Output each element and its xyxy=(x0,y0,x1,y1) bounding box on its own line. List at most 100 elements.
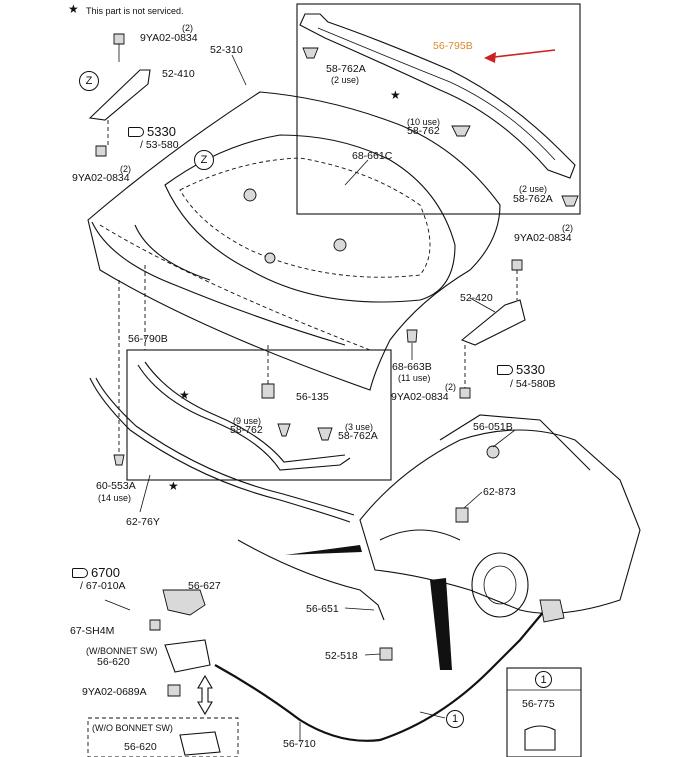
release-handle xyxy=(539,599,565,623)
pointing-hand-icon xyxy=(72,567,88,578)
inset-callout-marker: 1 xyxy=(535,671,552,688)
bumper-68-663b xyxy=(406,329,418,343)
highlight-arrow-line xyxy=(485,49,556,59)
legend-note: This part is not serviced. xyxy=(86,6,184,16)
part-label: 52-420 xyxy=(460,292,493,304)
variant-label: (W/O BONNET SW) xyxy=(92,723,173,733)
leader-68-661c xyxy=(344,159,369,186)
part-52-518 xyxy=(379,647,393,661)
qty-label: (2) xyxy=(562,223,573,233)
not-serviced-star-icon: ★ xyxy=(179,388,190,402)
pointing-hand-icon xyxy=(128,126,144,137)
seal-inset-box xyxy=(296,3,581,215)
clip-58-762a-right xyxy=(561,195,579,207)
insulator-inner-line xyxy=(179,157,431,278)
part-label: 60-553A xyxy=(96,480,136,492)
hood-lock-b xyxy=(179,731,221,756)
car-wheel-rim xyxy=(483,565,517,605)
reference-5330-right: 5330 xyxy=(497,362,545,377)
part-label: 58-762A xyxy=(326,63,366,75)
bolt-left xyxy=(95,145,107,157)
view-z-marker: Z xyxy=(194,150,214,170)
use-label: (3 use) xyxy=(345,422,374,432)
part-label: 56-775 xyxy=(522,698,555,710)
insulator-hole-2 xyxy=(333,238,347,252)
part-label: 52-310 xyxy=(210,44,243,56)
part-label: 58-762 xyxy=(407,125,440,137)
part-label: 56-627 xyxy=(188,580,221,592)
reference-sub: / 67-010A xyxy=(80,580,126,592)
seal-56-790b-inner xyxy=(144,361,346,463)
strip-62-76y xyxy=(89,377,351,523)
reference-sub: / 53-580 xyxy=(140,139,179,151)
view-z-marker: Z xyxy=(79,71,99,91)
wo-bonnet-box xyxy=(87,717,239,757)
part-label: 9YA02-0834 xyxy=(72,172,130,184)
part-62-873 xyxy=(455,507,469,523)
part-label: 56-651 xyxy=(306,603,339,615)
part-label: 58-762A xyxy=(513,193,553,205)
part-56-135 xyxy=(261,383,275,399)
use-label: (9 use) xyxy=(233,416,262,426)
part-label: 67-SH4M xyxy=(70,625,115,637)
leader-52-310 xyxy=(231,54,247,86)
qty-label: (2) xyxy=(445,382,456,392)
part-label: 58-762 xyxy=(230,424,263,436)
highlight-arrow-head xyxy=(484,52,496,63)
hood-seal-edge xyxy=(317,27,556,161)
hood-panel xyxy=(87,91,501,391)
part-label: 56-051B xyxy=(473,421,513,433)
clip-58-762a-box xyxy=(317,427,333,441)
clip-60-553a xyxy=(113,454,125,466)
bolt-bottom xyxy=(459,387,471,399)
cable-56-710 xyxy=(214,609,546,742)
clip-58-762a-top xyxy=(302,47,319,59)
legend-star-icon: ★ xyxy=(68,2,79,16)
part-label: 56-620 xyxy=(97,656,130,668)
use-label: (11 use) xyxy=(398,373,431,383)
part-label: 56-620 xyxy=(124,741,157,753)
leader-52-420 xyxy=(469,297,496,313)
hood-edge-seal xyxy=(91,221,346,346)
callout-wedge-left xyxy=(285,545,362,555)
part-label: 9YA02-0689A xyxy=(82,686,147,698)
strip-62-76y-inner xyxy=(95,377,355,516)
cable-56-651 xyxy=(237,539,385,621)
leader-62-873 xyxy=(463,491,483,509)
use-label: (2 use) xyxy=(519,184,548,194)
hood-insulator xyxy=(164,134,456,303)
insulator-hole-1 xyxy=(243,188,257,202)
reference-5330-left: 5330 xyxy=(128,124,176,139)
hood-lock-a xyxy=(164,639,211,673)
part-label: 9YA02-0834 xyxy=(140,32,198,44)
use-label: (14 use) xyxy=(98,493,132,503)
seal-56-790b xyxy=(137,364,351,471)
double-arrow-icon xyxy=(197,674,213,716)
bolt-0689a xyxy=(167,684,181,697)
clip-58-762-top xyxy=(451,125,471,137)
variant-label: (W/BONNET SW) xyxy=(86,646,158,656)
part-label: 56-710 xyxy=(283,738,316,750)
leader-62-76y xyxy=(139,474,151,513)
part-label: 68-661C xyxy=(352,150,393,162)
hood-front-edge xyxy=(99,224,371,351)
part-label: 56-790B xyxy=(128,333,168,345)
part-label: 62-873 xyxy=(483,486,516,498)
not-serviced-star-icon: ★ xyxy=(168,479,179,493)
part-label-highlight: 56-795B xyxy=(433,40,473,52)
car-grille xyxy=(379,529,461,541)
connector-67-sh4m-lead xyxy=(104,599,131,611)
reference-6700: 6700 xyxy=(72,565,120,580)
seal-box xyxy=(126,349,392,481)
part-56-775 xyxy=(524,725,556,751)
hood-edge-seal-2 xyxy=(134,224,211,281)
part-label: 62-76Y xyxy=(126,516,160,528)
qty-label: (2) xyxy=(120,164,131,174)
hood-seal-part xyxy=(299,13,576,179)
qty-label: (2) xyxy=(182,23,193,33)
connector-67-sh4m xyxy=(149,619,161,631)
part-label: 68-663B xyxy=(392,361,432,373)
reference-sub: / 54-580B xyxy=(510,378,556,390)
part-label: 9YA02-0834 xyxy=(514,232,572,244)
